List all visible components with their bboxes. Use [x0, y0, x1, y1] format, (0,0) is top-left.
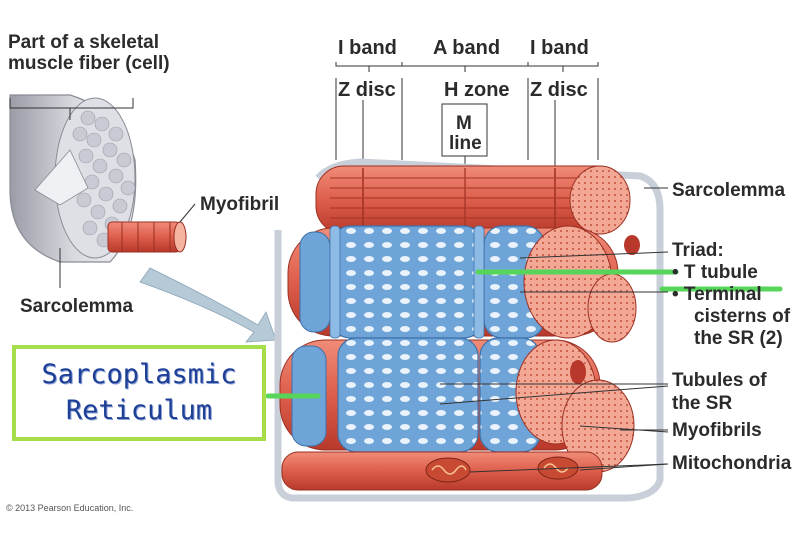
callout-line1: Sarcoplasmic — [41, 359, 237, 390]
the-sr-label: the SR — [672, 393, 733, 414]
sarcolemma-right-label: Sarcolemma — [672, 180, 786, 201]
copyright-text: © 2013 Pearson Education, Inc. — [6, 503, 134, 513]
m-line-label-2: line — [449, 133, 482, 154]
myofibril-small — [107, 221, 187, 253]
callout-line2: Reticulum — [65, 395, 213, 426]
title-label-line2: muscle fiber (cell) — [8, 53, 170, 74]
the-sr-2-label: the SR (2) — [694, 328, 783, 349]
z-disc-right-label: Z disc — [530, 79, 588, 101]
m-line-label-1: M — [456, 113, 472, 134]
mitochondrion — [425, 457, 471, 483]
title-label-line1: Part of a skeletal — [8, 32, 160, 53]
myofibril-top — [315, 165, 631, 235]
left-leader-lines — [9, 98, 196, 288]
fiber-bundle — [9, 94, 137, 263]
sarcolemma-membrane — [274, 158, 664, 502]
sarcoplasmic-reticulum-callout: Sarcoplasmic Reticulum — [12, 345, 266, 441]
green-highlight-marks — [265, 269, 783, 399]
band-brackets — [335, 62, 599, 168]
cisterns-label: cisterns of — [694, 306, 791, 327]
terminal-label: • Terminal — [672, 284, 762, 305]
tubules-of-label: Tubules of — [672, 370, 767, 391]
a-band-label: A band — [433, 37, 501, 59]
i-band-left-label: I band — [338, 37, 397, 59]
myofibril-middle-sr — [287, 225, 640, 343]
zoom-arrow — [139, 267, 277, 343]
sarcolemma-left-label: Sarcolemma — [20, 296, 134, 317]
h-zone-label: H zone — [444, 79, 510, 101]
mitochondria-label: Mitochondria — [672, 453, 792, 474]
i-band-right-label: I band — [530, 37, 589, 59]
myofibril-bottom — [281, 451, 603, 491]
myofibril-label: Myofibril — [200, 194, 280, 215]
triad-label: Triad: — [672, 240, 724, 261]
right-leader-lines — [439, 187, 669, 473]
myofibrils-label: Myofibrils — [672, 420, 762, 441]
t-tubule-label: • T tubule — [672, 262, 758, 283]
z-disc-left-label: Z disc — [338, 79, 396, 101]
